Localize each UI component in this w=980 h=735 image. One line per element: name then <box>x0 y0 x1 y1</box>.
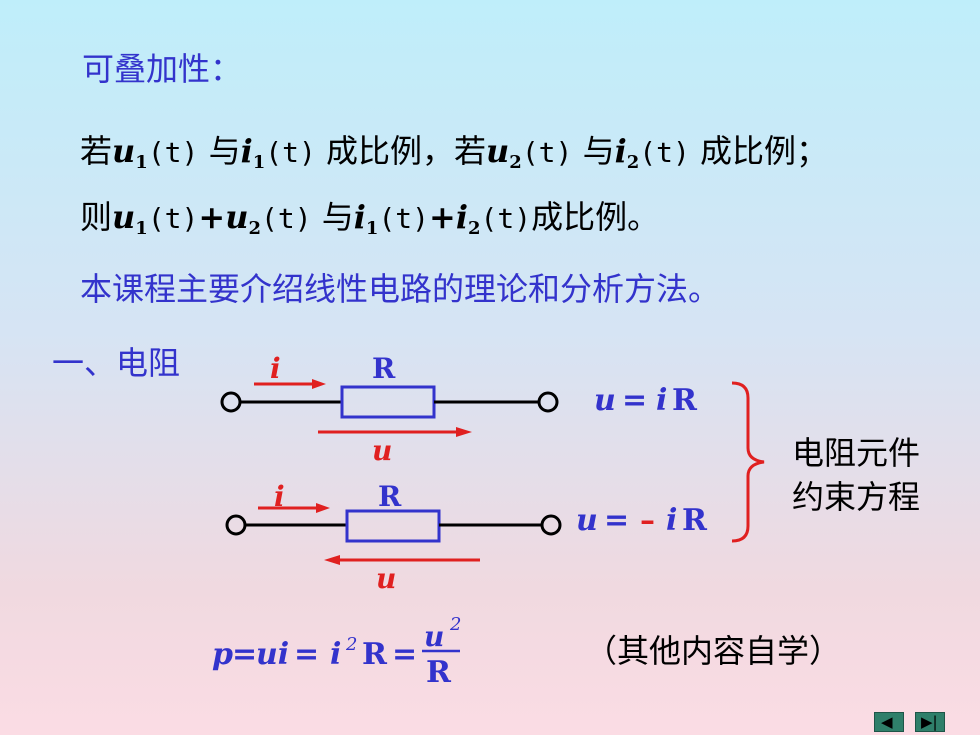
power-i-sup: 2 <box>345 634 357 655</box>
eq-sign: = <box>604 503 629 538</box>
subscript: 1 <box>135 218 148 239</box>
course-note: 本课程主要介绍线性电路的理论和分析方法。 <box>80 270 721 308</box>
subscript: 2 <box>509 152 522 173</box>
time-arg: (t) <box>639 136 690 169</box>
heading: 可叠加性： <box>82 50 243 88</box>
var-u: u <box>225 198 249 236</box>
eq-R: R <box>672 383 698 418</box>
next-slide-button[interactable]: ▶| <box>915 712 945 732</box>
superposition-line-2: 则u1(t)+u2(t) 与i1(t)+i2(t)成比例。 <box>80 192 659 239</box>
current-label: i <box>274 480 285 513</box>
power-formula: p = ui = i 2 R = u 2 R <box>212 614 461 690</box>
brace-label-line-1: 电阻元件 <box>792 434 921 472</box>
power-eq: = <box>392 637 417 672</box>
voltage-label: u <box>372 434 392 467</box>
var-i: i <box>353 198 366 236</box>
time-arg: (t) <box>147 136 199 169</box>
circuit-1: i R u u = i R <box>220 352 698 467</box>
fraction-num-sup: 2 <box>449 614 461 635</box>
power-p: p <box>212 637 233 672</box>
var-i: i <box>240 132 253 170</box>
voltage-label: u <box>376 562 396 595</box>
text: 与 <box>198 132 241 170</box>
prev-slide-button[interactable]: ◀ <box>874 712 904 732</box>
current-label: i <box>270 352 281 385</box>
terminal <box>220 391 242 413</box>
time-arg: (t) <box>261 202 312 235</box>
arrow-head <box>312 379 326 389</box>
fraction-numerator: u <box>424 620 444 653</box>
text: 成比例，若 <box>315 132 487 170</box>
prev-icon: ◀ <box>881 713 893 731</box>
eq-R: R <box>682 503 708 538</box>
arrow-head <box>316 503 330 513</box>
resistor-symbol <box>345 509 441 543</box>
power-ui: ui <box>256 637 289 672</box>
var-u: u <box>486 132 510 170</box>
subscript: 2 <box>248 218 261 239</box>
eq-i: i <box>656 383 667 418</box>
plus: + <box>198 198 226 236</box>
subscript: 2 <box>626 152 640 173</box>
superposition-line-1: 若u1(t) 与i1(t) 成比例，若u2(t) 与i2(t) 成比例； <box>80 126 828 173</box>
next-icon: ▶| <box>921 713 938 731</box>
eq-u: u <box>594 383 616 418</box>
var-i: i <box>614 132 627 170</box>
section-title: 一、电阻 <box>52 344 181 382</box>
power-i: i <box>330 637 341 672</box>
text: 与 <box>572 132 615 170</box>
power-eq: = <box>232 637 257 672</box>
circuit-2: i R u u = – i R <box>225 480 708 595</box>
terminal <box>540 514 562 536</box>
fraction-denominator: R <box>426 655 452 690</box>
time-arg: (t) <box>147 202 199 235</box>
arrow-head <box>456 427 472 437</box>
resistor-label: R <box>378 480 402 513</box>
time-arg: (t) <box>265 136 316 169</box>
eq-minus: – <box>640 503 655 538</box>
brace <box>731 381 765 543</box>
brace-label-line-2: 约束方程 <box>792 478 921 516</box>
time-arg: (t) <box>480 202 532 235</box>
eq-u: u <box>576 503 598 538</box>
subscript: 2 <box>468 218 481 239</box>
power-R: R <box>362 637 388 672</box>
var-i: i <box>455 198 468 236</box>
terminal <box>225 514 247 536</box>
var-u: u <box>112 132 136 170</box>
subscript: 1 <box>252 152 266 173</box>
subscript: 1 <box>135 152 148 173</box>
var-u: u <box>112 198 136 236</box>
text: 与 <box>311 198 354 236</box>
text: 则 <box>80 198 113 236</box>
eq-sign: = <box>622 383 647 418</box>
resistor-symbol <box>340 385 436 419</box>
subscript: 1 <box>365 218 379 239</box>
arrow-head <box>324 555 340 565</box>
self-study-note: （其他内容自学） <box>585 632 842 670</box>
text: 成比例； <box>689 132 829 170</box>
text: 成比例。 <box>531 198 660 236</box>
time-arg: (t) <box>521 136 573 169</box>
power-eq: = <box>294 637 319 672</box>
eq-i: i <box>666 503 677 538</box>
time-arg: (t) <box>378 202 430 235</box>
terminal <box>537 391 559 413</box>
resistor-label: R <box>372 352 396 385</box>
plus: + <box>429 198 456 236</box>
text: 若 <box>80 132 113 170</box>
